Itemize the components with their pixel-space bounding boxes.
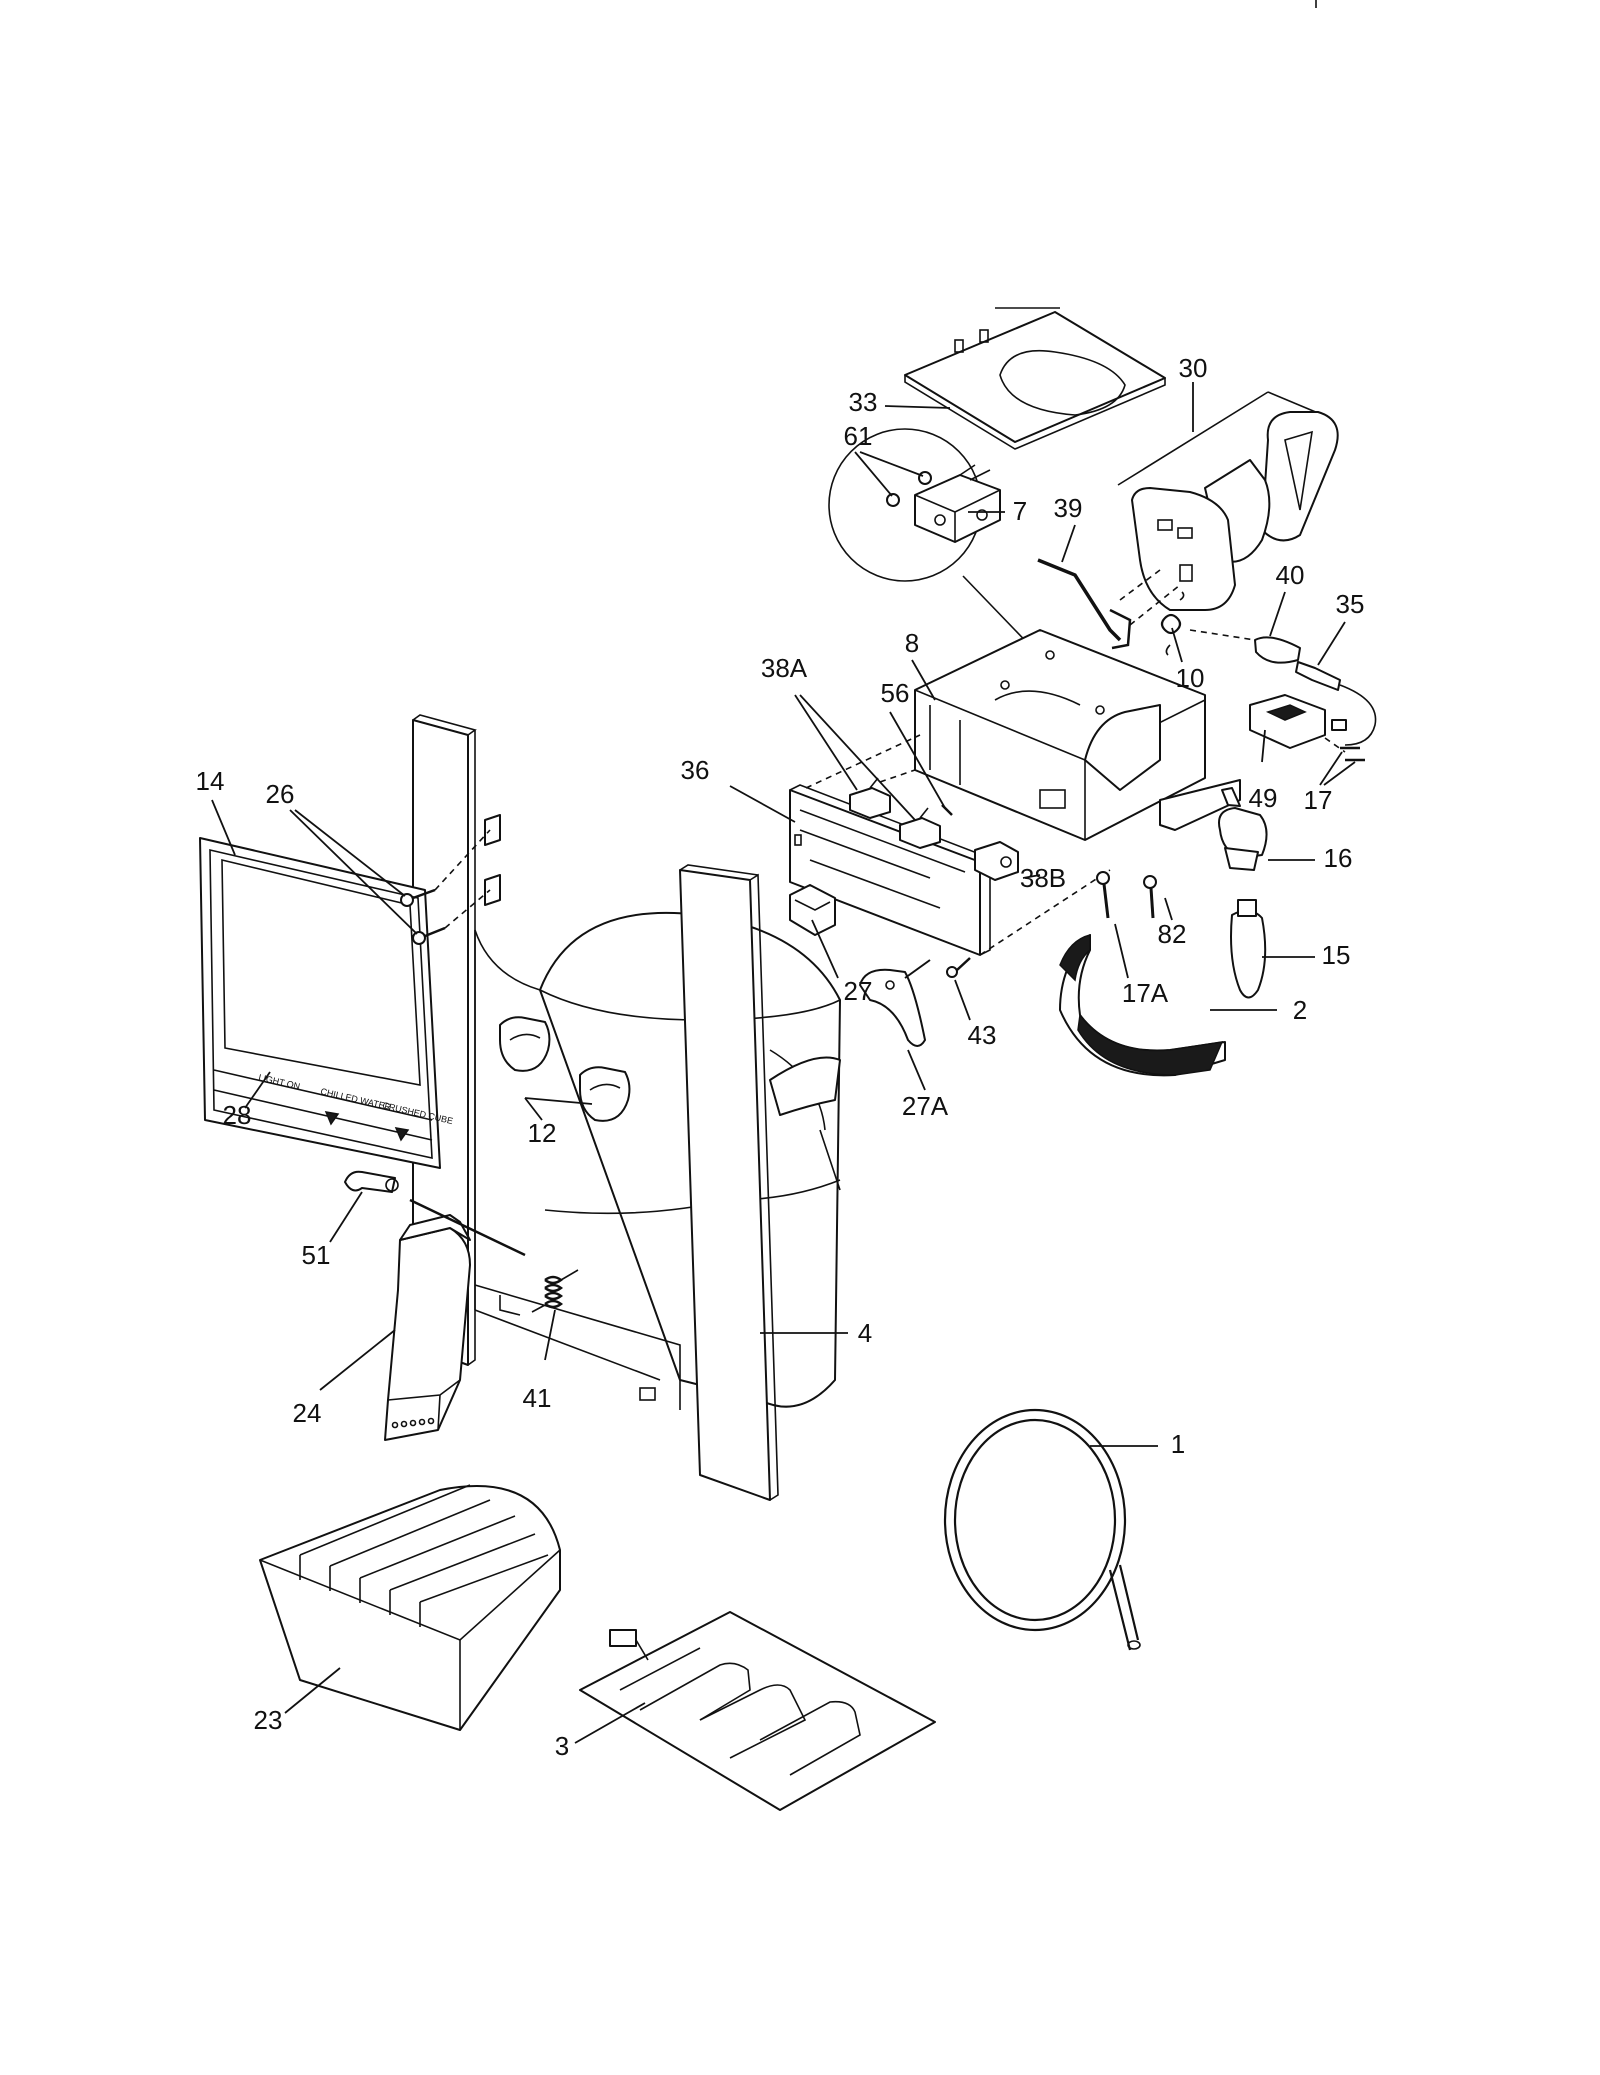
part-49-socket [1249,694,1347,753]
part-17A-screw [1096,871,1110,919]
callout-labels: 33 30 61 7 39 40 35 8 38A 56 10 36 49 17… [196,353,1365,1761]
callout-36: 36 [681,755,710,785]
callout-27: 27 [844,976,873,1006]
part-16-lamp-socket [1218,787,1268,871]
callout-27A: 27A [902,1091,949,1121]
part-4-dispenser-frame [412,714,841,1501]
callout-39: 39 [1054,493,1083,523]
callout-61: 61 [844,421,873,451]
callout-15: 15 [1322,940,1351,970]
part-41-spring [531,1269,579,1313]
callout-35: 35 [1336,589,1365,619]
part-17-screws [1340,746,1365,762]
callout-28: 28 [223,1100,252,1130]
part-38B-switch [974,841,1019,881]
part-35-heater-wire [1295,661,1377,746]
callout-43: 43 [968,1020,997,1050]
callout-30: 30 [1179,353,1208,383]
callout-14: 14 [196,766,225,796]
part-12-clips [499,1016,631,1122]
callout-24: 24 [293,1398,322,1428]
part-24-paddle [384,1198,526,1441]
part-39-actuator-rod [1037,558,1181,650]
part-3-heater-pad [579,1611,936,1811]
callout-38B: 38B [1020,863,1066,893]
callout-40: 40 [1276,560,1305,590]
callout-16: 16 [1324,843,1353,873]
callout-41: 41 [523,1383,552,1413]
part-23-drip-tray [259,1484,561,1731]
callout-17: 17 [1304,785,1333,815]
part-30-door-flap [1117,391,1339,611]
callout-82: 82 [1158,919,1187,949]
part-27A-lever [859,959,931,1047]
callout-4: 4 [858,1318,872,1348]
part-40-bulb [1189,629,1301,664]
part-33-cover-plate [904,307,1166,450]
part-51-pin [344,1170,399,1193]
part-7-switch-detail [828,428,1041,657]
callout-38A: 38A [761,653,808,683]
callout-7: 7 [1013,496,1027,526]
part-26-screws [400,829,491,945]
callout-49: 49 [1249,783,1278,813]
part-82-screw [1143,875,1157,919]
callout-26: 26 [266,779,295,809]
part-38A-switch [849,777,941,849]
callout-33: 33 [849,387,878,417]
leader-lines [211,382,1356,1744]
part-1-water-tube [943,1408,1141,1651]
callout-23: 23 [254,1705,283,1735]
callout-56: 56 [881,678,910,708]
part-27-bracket [789,884,836,936]
callout-2: 2 [1293,995,1307,1025]
callout-8: 8 [905,628,919,658]
callout-1: 1 [1171,1429,1185,1459]
callout-51: 51 [302,1240,331,1270]
callout-10: 10 [1176,663,1205,693]
callout-12: 12 [528,1118,557,1148]
part-8-dispenser-housing [914,629,1241,841]
part-2-ice-chute [1059,934,1226,1077]
callout-3: 3 [555,1731,569,1761]
part-10-spring [1160,591,1185,656]
housing-dash-lines [805,734,1111,956]
callout-17A: 17A [1122,978,1169,1008]
part-15-bulb [1230,899,1267,999]
part-43-screw [946,957,971,978]
